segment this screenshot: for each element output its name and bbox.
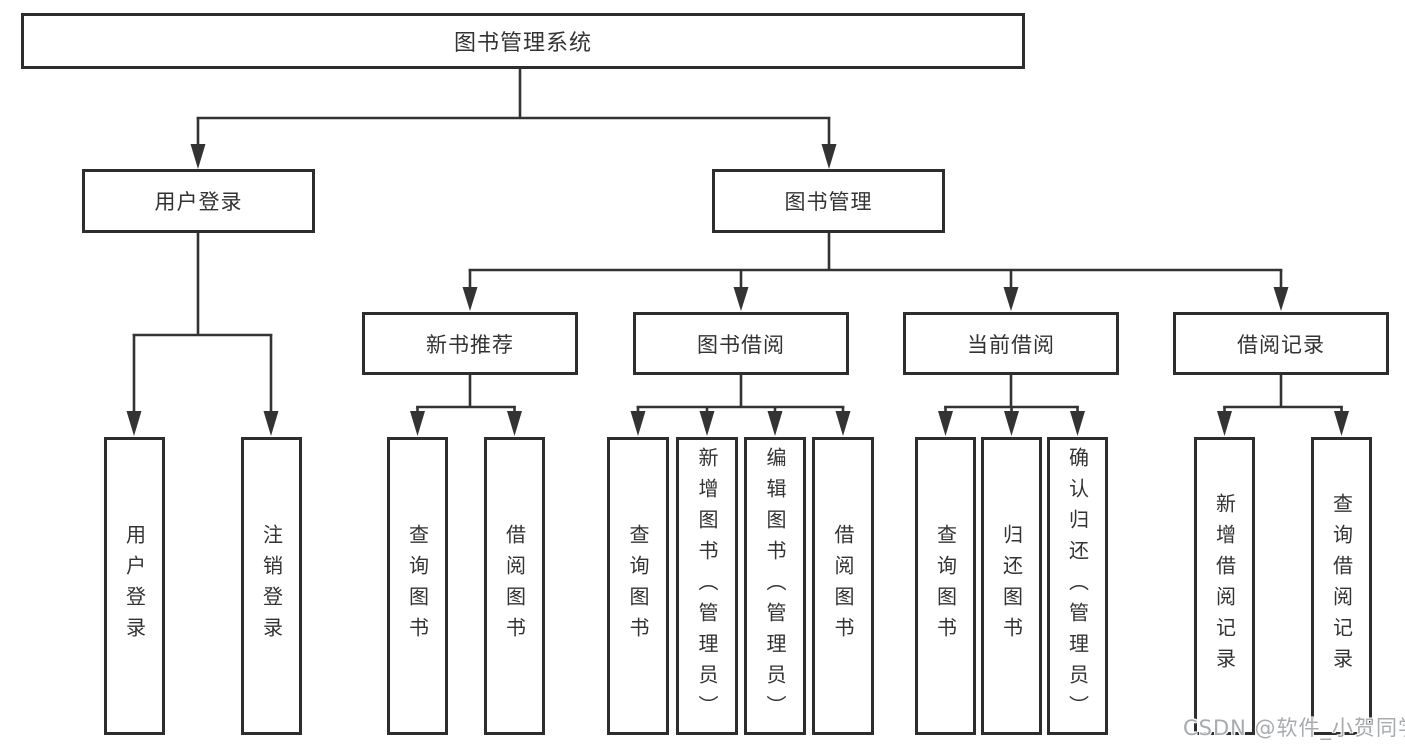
node-br-query-borrow-record: 查询借阅记录 (1311, 437, 1372, 735)
node-book-borrowing: 图书借阅 (633, 312, 849, 375)
arrowhead-icon (190, 144, 206, 169)
arrowhead-icon (821, 144, 837, 169)
node-logout: 注销登录 (241, 437, 302, 735)
node-br-add-borrow-record: 新增借阅记录 (1194, 437, 1255, 735)
node-user-login: 用户登录 (82, 169, 315, 233)
arrowhead-icon (1273, 287, 1289, 311)
arrowhead-icon (263, 411, 279, 436)
arrowhead-icon (410, 411, 425, 436)
arrowhead-icon (699, 411, 715, 436)
node-library-management-system: 图书管理系统 (21, 13, 1025, 69)
arrowhead-icon (462, 287, 478, 311)
arrowhead-icon (767, 411, 783, 436)
arrowhead-icon (1003, 287, 1019, 311)
node-bb-borrow-books: 借阅图书 (812, 437, 874, 735)
node-new-book-recommend: 新书推荐 (362, 312, 578, 375)
arrowhead-icon (507, 411, 522, 436)
node-book-management: 图书管理 (712, 169, 945, 233)
node-bb-add-books-admin: 新增图书（管理员） (676, 437, 738, 735)
arrowhead-icon (1217, 411, 1232, 436)
node-cb-query-books: 查询图书 (915, 437, 976, 735)
node-nb-borrow-books: 借阅图书 (484, 437, 545, 735)
node-borrowing-records: 借阅记录 (1173, 312, 1389, 375)
arrowhead-icon (938, 411, 953, 436)
node-cb-confirm-return-admin: 确认归还（管理员） (1047, 437, 1108, 735)
arrowhead-icon (630, 411, 646, 436)
node-cb-return-books: 归还图书 (981, 437, 1042, 735)
node-bb-edit-books-admin: 编辑图书（管理员） (744, 437, 806, 735)
csdn-watermark: CSDN @软件_小贺同学 (1183, 716, 1405, 740)
node-current-borrowing: 当前借阅 (903, 312, 1119, 375)
arrowhead-icon (1334, 411, 1349, 436)
arrowhead-icon (1070, 411, 1085, 436)
node-nb-query-books: 查询图书 (387, 437, 448, 735)
node-user-login-leaf: 用户登录 (104, 437, 165, 735)
arrowhead-icon (126, 411, 142, 436)
arrowhead-icon (835, 411, 851, 436)
node-bb-query-books: 查询图书 (607, 437, 669, 735)
arrowhead-icon (733, 287, 749, 311)
arrowhead-icon (1004, 411, 1019, 436)
